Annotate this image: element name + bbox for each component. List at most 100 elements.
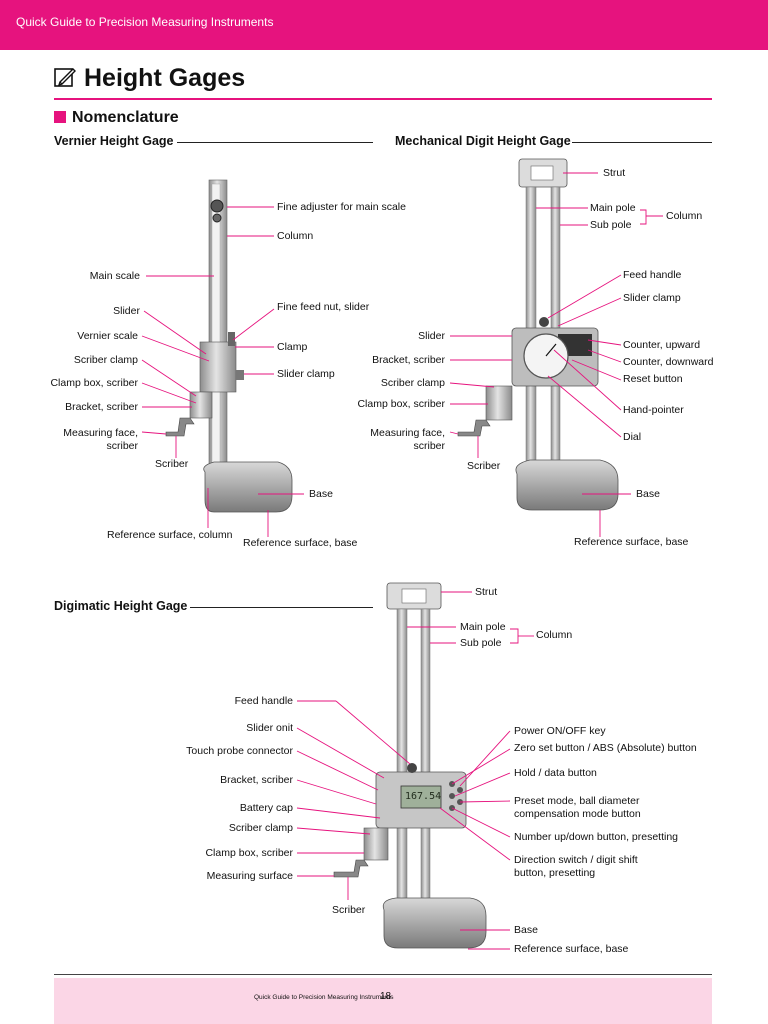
digi-label-base: Base xyxy=(514,924,538,936)
vernier-label-measuring-face-2: scriber xyxy=(106,440,138,452)
mech-label-base: Base xyxy=(636,488,660,500)
mech-label-ref-base: Reference surface, base xyxy=(574,536,689,548)
mech-column-bracket xyxy=(640,209,663,225)
mech-label-measuring-face-1: Measuring face, xyxy=(370,427,445,439)
digimatic-title: Digimatic Height Gage xyxy=(54,599,188,613)
vernier-main-scale-shape xyxy=(211,183,221,485)
digi-label-number-updown: Number up/down button, presetting xyxy=(514,831,679,843)
digi-feed-handle-shape xyxy=(407,763,417,773)
digi-label-scriber-clamp: Scriber clamp xyxy=(228,822,293,834)
digi-label-preset-1: Preset mode, ball diameter xyxy=(514,795,640,807)
vernier-label-fine-feed: Fine feed nut, slider xyxy=(277,301,370,313)
digi-label-column: Column xyxy=(536,629,573,641)
mech-label-strut: Strut xyxy=(603,167,626,179)
vernier-title-rule xyxy=(177,142,373,143)
pink-square-bullet xyxy=(54,111,66,123)
digi-label-direction-2: button, presetting xyxy=(514,867,596,879)
digi-label-sub-pole: Sub pole xyxy=(460,637,502,649)
digimatic-gage-drawing xyxy=(296,582,534,950)
vernier-label-slider-clamp: Slider clamp xyxy=(277,368,335,380)
digi-label-zero-set: Zero set button / ABS (Absolute) button xyxy=(514,742,697,754)
vernier-label-fine-adjuster: Fine adjuster for main scale xyxy=(277,201,406,213)
vernier-label-bracket: Bracket, scriber xyxy=(65,401,138,413)
vernier-clamp-shape xyxy=(228,332,235,346)
digi-label-battery: Battery cap xyxy=(239,802,293,814)
vernier-scriber-shape xyxy=(165,417,195,437)
digi-label-preset-2: compensation mode button xyxy=(514,808,641,820)
digi-label-strut: Strut xyxy=(475,586,498,598)
mech-label-scriber: Scriber xyxy=(467,460,501,472)
banner-text: Quick Guide to Precision Measuring Instr… xyxy=(16,15,274,29)
section-heading: Nomenclature xyxy=(54,109,179,127)
vernier-label-ref-column: Reference surface, column xyxy=(107,529,233,541)
title-area: Height Gages xyxy=(54,64,712,100)
footer: Quick Guide to Precision Measuring Instr… xyxy=(54,978,712,1024)
mech-feed-handle-shape xyxy=(539,317,549,327)
mech-hand-pointer-shape xyxy=(545,343,557,357)
vernier-gage-drawing xyxy=(141,179,304,537)
digi-label-touch-probe: Touch probe connector xyxy=(186,745,293,757)
mech-strut-logo-plate xyxy=(530,165,554,181)
mech-clamp-box-shape xyxy=(485,385,513,421)
top-banner: Quick Guide to Precision Measuring Instr… xyxy=(0,0,768,50)
digimatic-title-rule xyxy=(190,607,373,608)
mech-scriber-shape xyxy=(457,419,491,437)
mech-label-sub-pole: Sub pole xyxy=(590,219,632,231)
mech-label-bracket: Bracket, scriber xyxy=(372,354,445,366)
mech-label-main-pole: Main pole xyxy=(590,202,636,214)
mech-label-counter-down: Counter, downward xyxy=(623,356,714,368)
vernier-label-column: Column xyxy=(277,230,314,242)
vernier-label-scriber: Scriber xyxy=(155,458,189,470)
vernier-label-base: Base xyxy=(309,488,333,500)
vernier-label-slider: Slider xyxy=(113,305,140,317)
mech-label-column: Column xyxy=(666,210,703,222)
mech-label-counter-up: Counter, upward xyxy=(623,339,701,351)
vernier-label-measuring-face-1: Measuring face, xyxy=(63,427,138,439)
digi-sub-pole-shape xyxy=(420,608,431,900)
vernier-fine-adjuster-knob xyxy=(210,199,224,213)
digi-clamp-box-shape xyxy=(363,827,389,861)
digi-label-slider-unit: Slider onit xyxy=(246,722,293,734)
mech-label-dial: Dial xyxy=(623,431,642,443)
mech-base-shape xyxy=(515,459,619,511)
mechanical-gage-drawing xyxy=(449,158,663,537)
mech-label-measuring-face-2: scriber xyxy=(413,440,445,452)
digi-base-shape xyxy=(382,897,487,949)
pencil-notepad-icon xyxy=(54,68,76,87)
page-number: 18 xyxy=(380,991,392,1002)
digi-label-bracket: Bracket, scriber xyxy=(220,774,293,786)
mech-label-slider: Slider xyxy=(418,330,445,342)
mech-label-slider-clamp: Slider clamp xyxy=(623,292,681,304)
vernier-label-clamp: Clamp xyxy=(277,341,308,353)
digi-label-measuring-surface: Measuring surface xyxy=(206,870,293,882)
digi-label-power: Power ON/OFF key xyxy=(514,725,606,737)
vernier-clamp-box-shape xyxy=(189,391,213,419)
digi-strut-logo-plate xyxy=(401,588,427,604)
vernier-title: Vernier Height Gage xyxy=(54,134,174,148)
vernier-slider-shape xyxy=(199,341,237,393)
digi-label-ref-base: Reference surface, base xyxy=(514,943,629,955)
vernier-label-ref-base: Reference surface, base xyxy=(243,537,358,549)
digi-label-clamp-box: Clamp box, scriber xyxy=(205,847,293,859)
digi-label-scriber: Scriber xyxy=(332,904,366,916)
mech-label-feed-handle: Feed handle xyxy=(623,269,682,281)
vernier-label-vernier-scale: Vernier scale xyxy=(77,330,138,342)
vernier-label-clamp-box: Clamp box, scriber xyxy=(50,377,138,389)
mechanical-title-rule xyxy=(572,142,712,143)
digi-lcd-readout: 167.54 xyxy=(405,791,442,802)
page-title: Height Gages xyxy=(84,64,246,92)
mechanical-title: Mechanical Digit Height Gage xyxy=(395,134,571,148)
digi-label-main-pole: Main pole xyxy=(460,621,506,633)
digi-column-bracket xyxy=(510,628,534,644)
digi-label-hold: Hold / data button xyxy=(514,767,597,779)
digi-lcd-shape xyxy=(400,785,442,809)
vernier-fine-adjuster-knob-2 xyxy=(212,213,222,223)
footer-rule xyxy=(54,974,712,975)
footer-text: Quick Guide to Precision Measuring Instr… xyxy=(254,994,394,1001)
digi-scriber-shape xyxy=(333,859,369,878)
vernier-base-shape xyxy=(203,461,293,513)
mech-label-reset: Reset button xyxy=(623,373,683,385)
mech-label-clamp-box: Clamp box, scriber xyxy=(357,398,445,410)
mech-label-scriber-clamp: Scriber clamp xyxy=(380,377,445,389)
digi-label-direction-1: Direction switch / digit shift xyxy=(514,854,638,866)
